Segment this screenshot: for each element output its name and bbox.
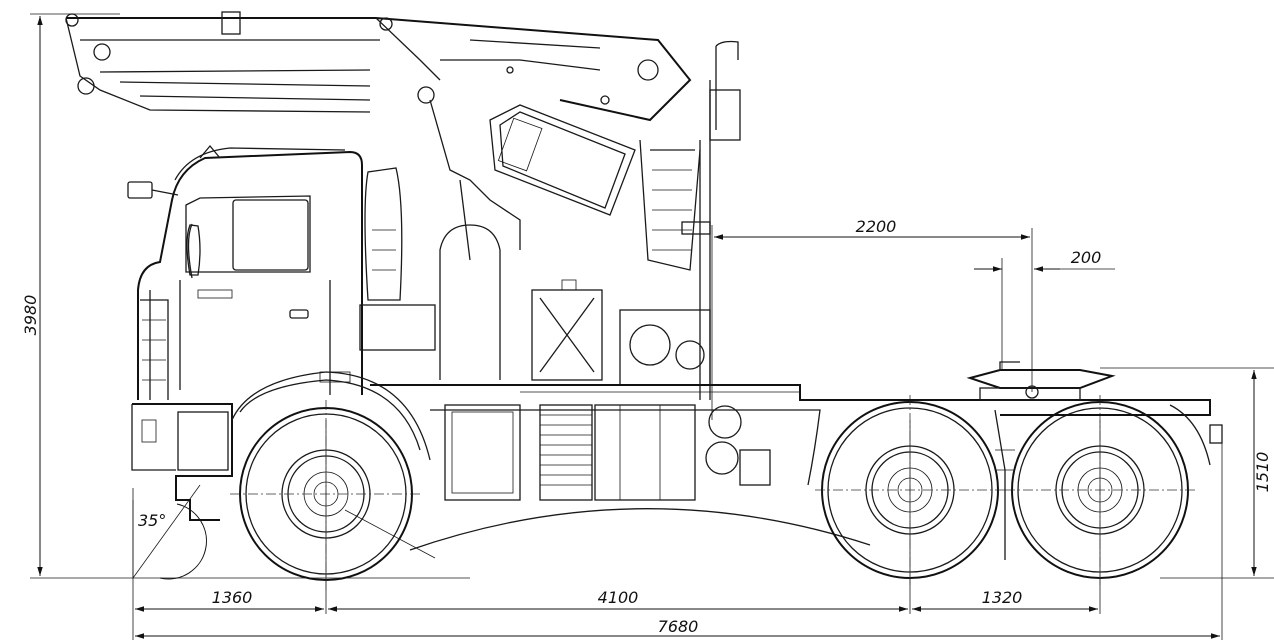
cab [127, 144, 431, 521]
front-overhang-label: 1360 [212, 588, 253, 607]
rear-wheel-1 [815, 395, 1005, 585]
rear-wheel-2 [1005, 395, 1195, 585]
approach-angle-label: 35° [138, 511, 166, 530]
fifth-wheel-height-label: 1510 [1253, 452, 1272, 493]
dimension-lines [30, 13, 1274, 640]
overall-length-label: 7680 [658, 617, 699, 636]
mid-equipment [359, 224, 711, 386]
crane-to-kingpin-label: 2200 [856, 217, 897, 236]
fifth-wheel [966, 361, 1116, 401]
kingpin-offset-label: 200 [1071, 248, 1102, 267]
dimension-labels: 3980 1510 1360 4100 1320 7680 2200 200 3… [21, 217, 1272, 636]
rear-axle-spacing-label: 1320 [982, 588, 1023, 607]
front-wheel [230, 400, 436, 590]
overall-height-label: 3980 [21, 295, 40, 336]
wheelbase-label: 4100 [598, 588, 639, 607]
crane-boom [65, 11, 741, 400]
truck-outline [65, 11, 1223, 590]
